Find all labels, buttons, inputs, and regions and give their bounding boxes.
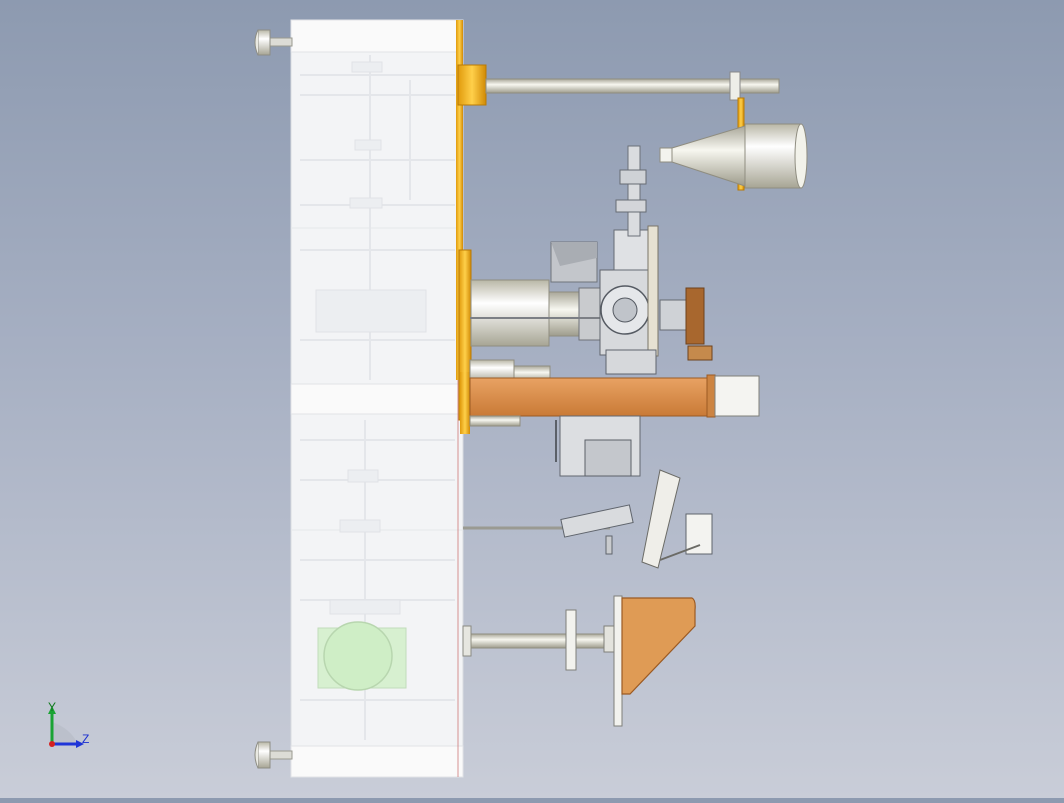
y-axis-label: Y — [48, 700, 57, 714]
horizontal-beam[interactable] — [469, 374, 716, 418]
coordinate-triad-icon — [48, 706, 84, 748]
drive-motor[interactable] — [317, 621, 407, 691]
lower-shaft[interactable] — [462, 595, 623, 727]
funnel-hopper[interactable] — [659, 123, 808, 189]
lower-mechanism[interactable] — [469, 415, 641, 477]
cutting-head-assembly[interactable] — [469, 145, 713, 383]
mounting-flange[interactable] — [456, 20, 487, 434]
mounting-bracket[interactable] — [621, 597, 696, 695]
z-axis-label: Z — [82, 732, 90, 746]
end-cap[interactable] — [714, 375, 760, 417]
leveling-foot[interactable] — [254, 741, 293, 769]
spindle-housing[interactable] — [470, 279, 620, 347]
coordinate-triad: Y Z — [40, 700, 100, 760]
leveling-foot[interactable] — [254, 29, 293, 56]
pusher-arm-mechanism[interactable] — [463, 469, 713, 569]
